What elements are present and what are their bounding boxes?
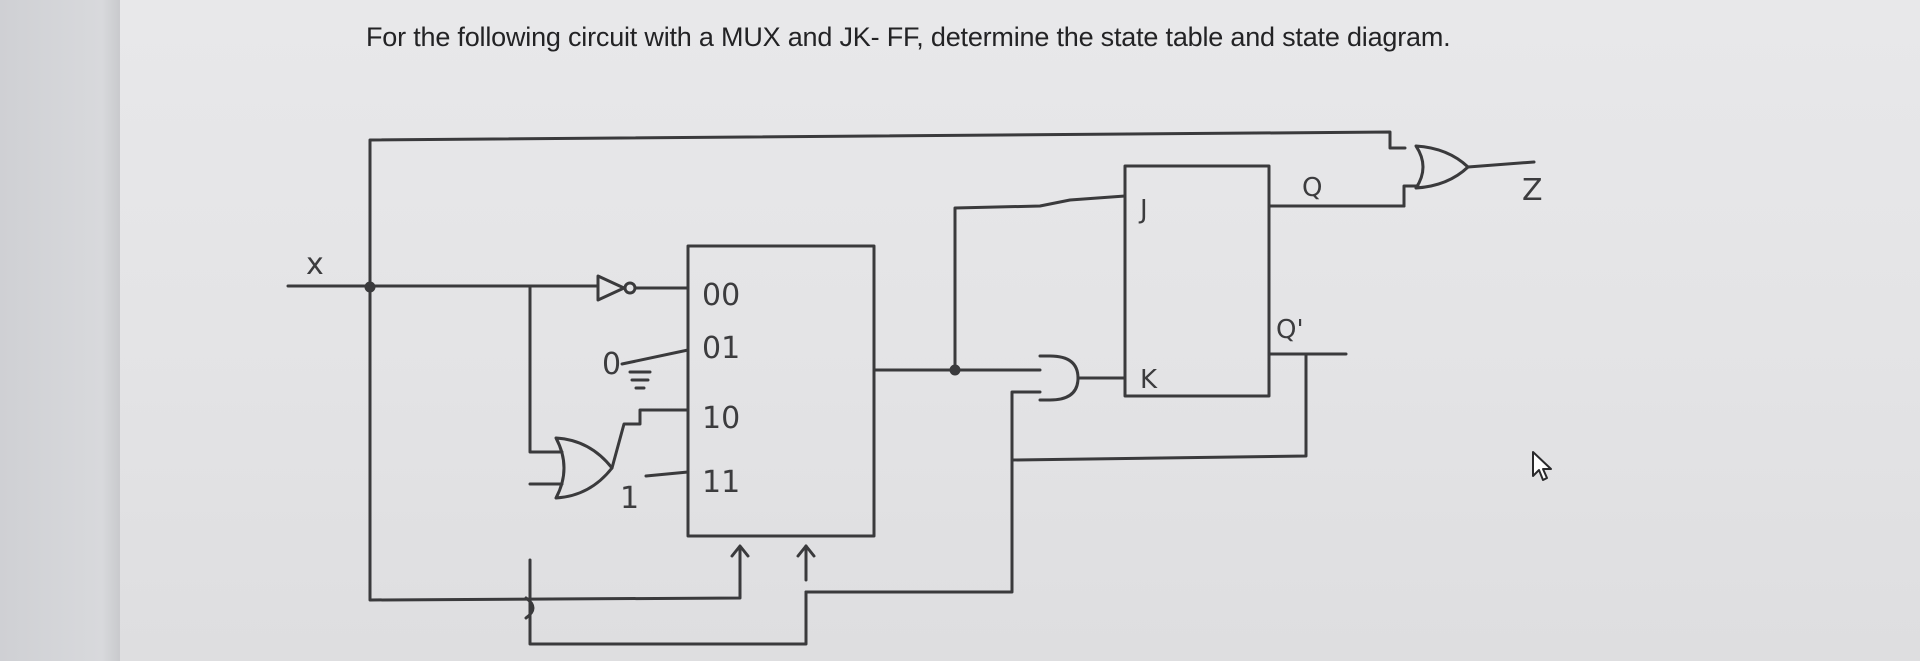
x-to-small-or-wire [528,284,564,454]
x-to-or-wire [368,130,1407,288]
ff-j-label: J [1138,195,1148,225]
x-input-label: x [306,247,324,282]
not-bubble [623,281,637,295]
question-text: For the following circuit with a MUX and… [366,22,1451,52]
and-gate [1038,354,1080,402]
z-output-wire [1466,160,1536,169]
ff-q-label: Q [1302,173,1322,203]
not-gate [596,274,626,302]
const-one-label: 1 [620,481,639,516]
ff-k-label: K [1140,365,1158,395]
mux-block [686,244,876,538]
qbar-to-and-wire [1010,390,1042,408]
mux-input-11: 11 [702,465,740,500]
monitor-bezel [0,0,120,661]
x-to-select-wire [368,284,742,602]
mux-input-00: 00 [702,278,740,313]
small-or-gate [554,436,614,500]
ff-qbar-label: Q' [1276,315,1304,345]
output-or-gate [1414,144,1470,190]
select-s0-arrow [796,544,816,558]
mouse-cursor-icon [1532,451,1552,481]
mux-input-10: 10 [702,401,740,436]
mux-to-j-wire [953,194,1127,372]
z-output-label: Z [1522,173,1543,208]
select-s1-arrow [730,544,750,558]
qbar-to-select-wire [804,404,1014,594]
document-page [120,0,1920,661]
jk-flipflop-block [1123,164,1271,398]
const-zero-label: 0 [602,347,621,382]
mux-input-01: 01 [702,331,740,366]
